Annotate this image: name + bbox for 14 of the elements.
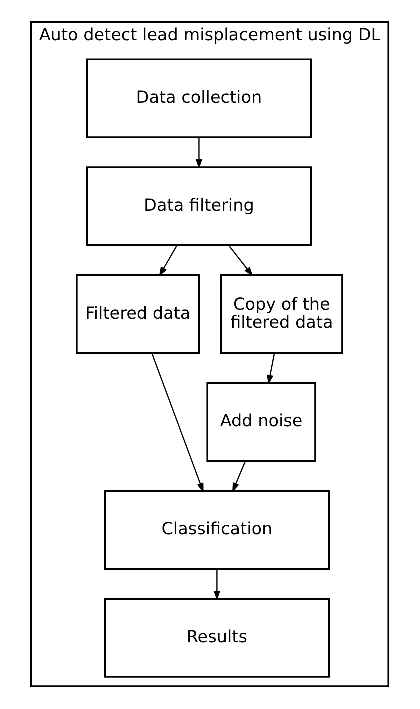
arrow (196, 138, 203, 170)
node-box: Copy of the filtered data (220, 274, 344, 354)
node-box: Add noise (206, 382, 316, 462)
arrow (214, 569, 221, 601)
node-box: Data filtering (86, 166, 312, 246)
arrow (267, 354, 276, 385)
node-box: Results (104, 598, 330, 678)
arrow (232, 461, 246, 493)
arrow (228, 245, 254, 277)
node-box: Classification (104, 490, 330, 570)
node-box: Data collection (86, 58, 312, 138)
node-box: Filtered data (76, 274, 200, 354)
arrow (152, 353, 204, 493)
arrow (159, 245, 178, 277)
